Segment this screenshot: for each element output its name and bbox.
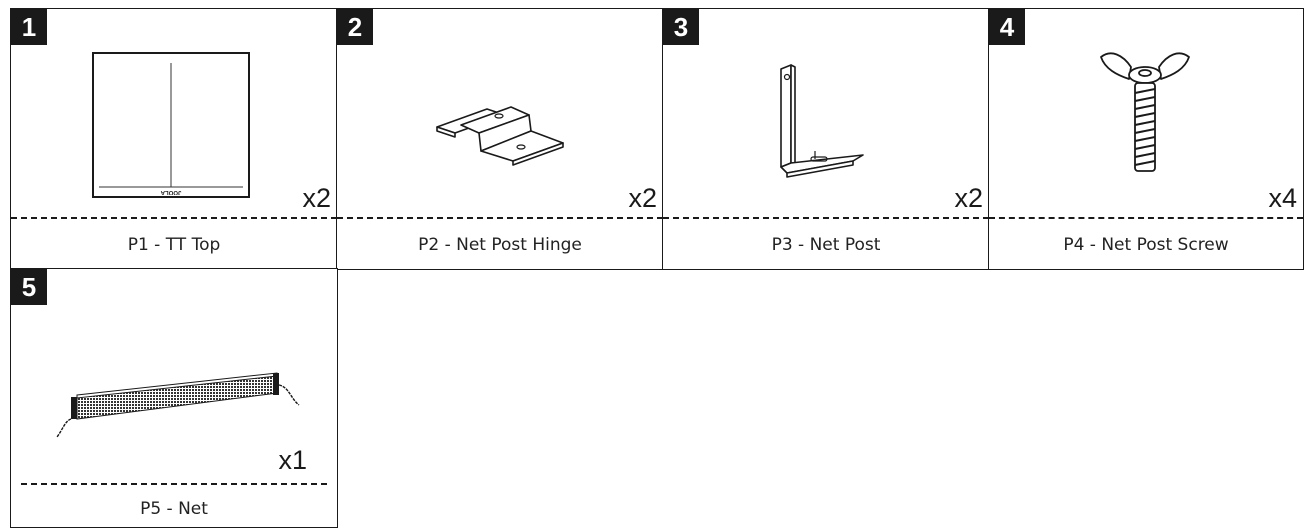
part-name: P2 - Net Post Hinge bbox=[418, 235, 582, 255]
tabletop-imprint: JOOLA bbox=[160, 189, 182, 195]
part-quantity: x2 bbox=[628, 183, 657, 213]
divider bbox=[337, 217, 663, 219]
part-card-p5: 5 x1 P5 - Net bbox=[10, 268, 338, 528]
part-number-badge: 2 bbox=[337, 9, 373, 45]
divider bbox=[663, 217, 989, 219]
wing-screw-icon bbox=[1100, 52, 1190, 172]
part-number-badge: 5 bbox=[11, 269, 47, 305]
net-icon bbox=[56, 372, 300, 438]
divider bbox=[21, 483, 327, 485]
part-number-badge: 3 bbox=[663, 9, 699, 45]
part-quantity: x2 bbox=[302, 183, 331, 213]
part-card-p3: 3 x2 P3 - Net Post bbox=[662, 8, 990, 270]
part-card-p2: 2 x2 P2 - Net Post Hinge bbox=[336, 8, 664, 270]
part-quantity: x4 bbox=[1268, 183, 1297, 213]
part-quantity: x1 bbox=[278, 445, 307, 475]
part-quantity: x2 bbox=[954, 183, 983, 213]
part-number-badge: 1 bbox=[11, 9, 47, 45]
part-number-badge: 4 bbox=[989, 9, 1025, 45]
tabletop-icon bbox=[92, 52, 250, 198]
part-name: P4 - Net Post Screw bbox=[1063, 235, 1229, 255]
hinge-bracket-icon bbox=[436, 106, 564, 166]
divider bbox=[989, 217, 1303, 219]
part-card-p1: 1 JOOLA x2 P1 - TT Top bbox=[10, 8, 338, 270]
part-card-p4: 4 x4 P4 - Net Post Screw bbox=[988, 8, 1304, 270]
part-name: P5 - Net bbox=[140, 499, 208, 519]
net-post-icon bbox=[780, 64, 864, 178]
part-name: P3 - Net Post bbox=[771, 235, 881, 255]
part-name: P1 - TT Top bbox=[127, 235, 221, 255]
divider bbox=[11, 217, 337, 219]
